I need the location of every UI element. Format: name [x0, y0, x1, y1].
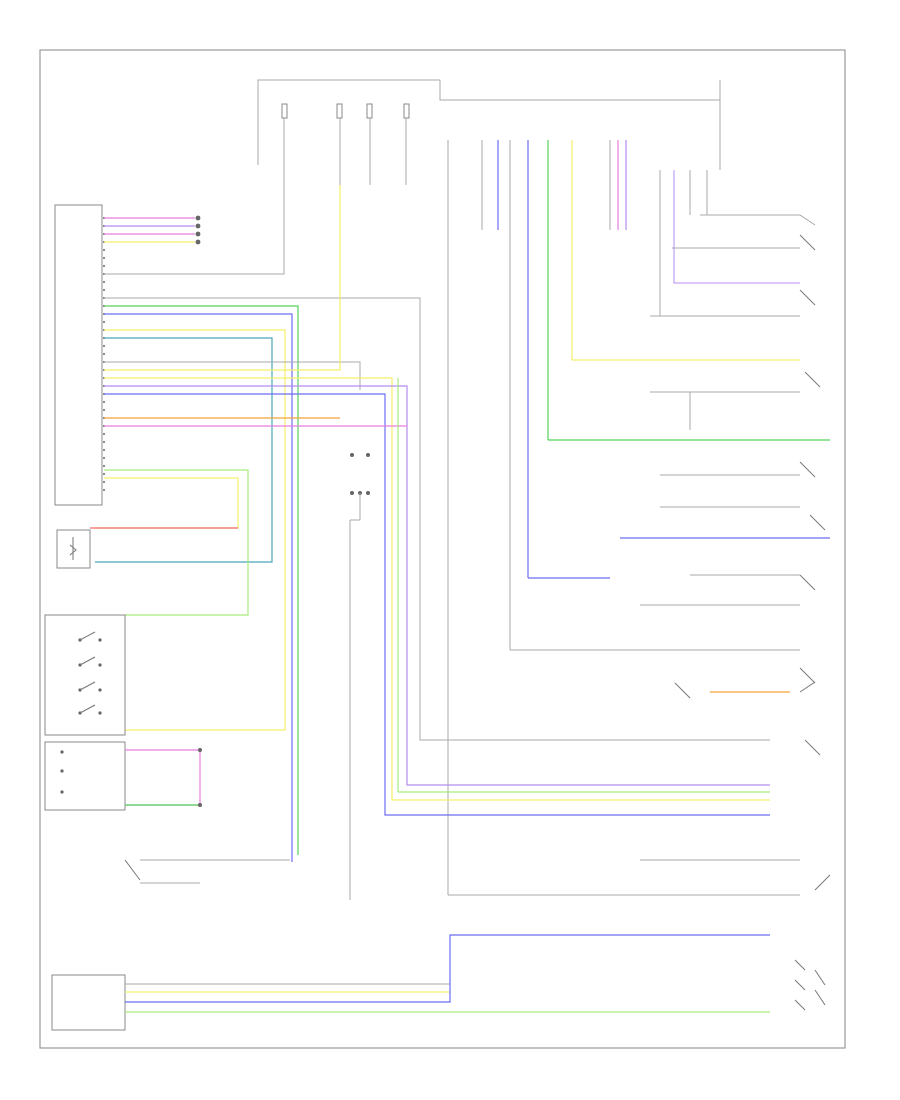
right-switch-7	[528, 574, 816, 606]
cluster-stub-wires	[104, 215, 201, 245]
right-switch-11	[448, 859, 831, 896]
fuse-4	[403, 103, 410, 185]
right-switch-6	[620, 506, 830, 539]
lower-left-switch	[124, 859, 290, 884]
left-switch-group	[44, 614, 126, 736]
fuel-level-unit	[56, 527, 238, 569]
right-switch-4	[548, 392, 830, 441]
right-switch-group-bottom	[794, 959, 826, 1011]
switch-3	[78, 681, 102, 692]
top-drop-wires	[447, 140, 800, 895]
instrument-cluster	[54, 204, 105, 506]
lamp-switch-group	[44, 741, 202, 811]
fuse-3	[366, 103, 373, 185]
bottom-left-module	[51, 934, 770, 1031]
right-switch-8	[510, 649, 816, 684]
switch-1	[78, 631, 102, 642]
fuse-box	[257, 79, 721, 185]
switch-2	[78, 656, 102, 667]
diagram-frame	[39, 49, 846, 1049]
switch-4	[78, 704, 102, 715]
right-switch-2	[650, 289, 816, 317]
right-switch-1	[672, 214, 816, 251]
right-switch-9	[674, 681, 816, 699]
right-switch-3	[572, 359, 821, 393]
fuse-2	[336, 103, 343, 185]
right-switch-10	[804, 739, 821, 756]
cluster-pins	[103, 217, 105, 491]
right-switch-5	[660, 461, 816, 478]
ground-splice	[349, 453, 370, 900]
right-switches	[448, 214, 831, 1011]
fuse-1	[281, 103, 288, 185]
cluster-wires	[95, 185, 770, 862]
